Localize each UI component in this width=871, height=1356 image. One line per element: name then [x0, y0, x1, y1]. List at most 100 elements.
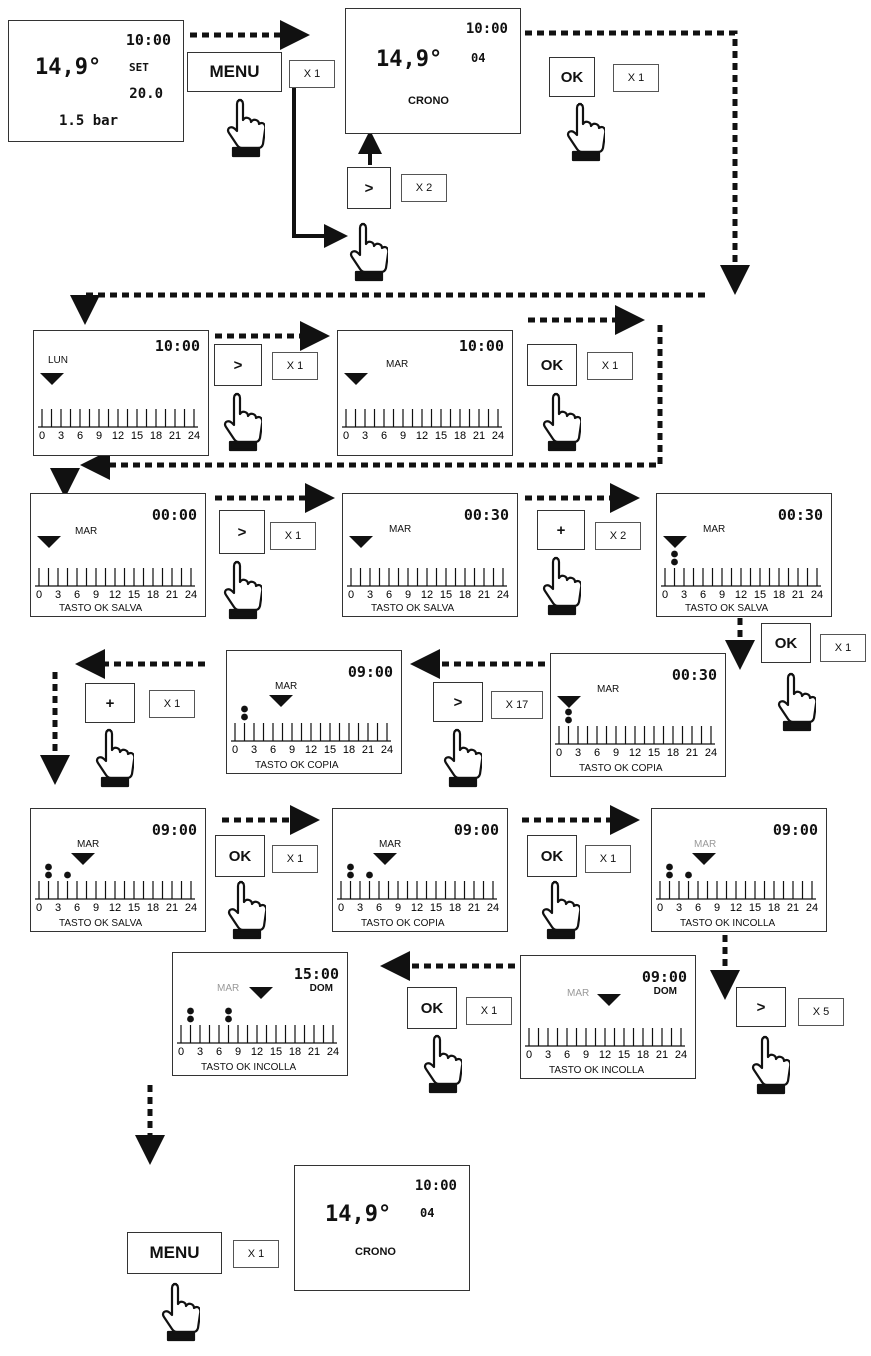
- timeline-hour-label: 21: [169, 430, 181, 442]
- screen-day: MAR: [597, 684, 620, 695]
- screen-footer: TASTO OK SALVA: [685, 603, 769, 614]
- screen-time: 10:00: [414, 1178, 457, 1194]
- timeline-hour-label: 12: [305, 744, 317, 756]
- screen-crono-final: 10:00 14,9° 04 CRONO: [294, 1165, 470, 1291]
- screen-temperature: 14,9°: [35, 55, 102, 80]
- screen-footer: TASTO OK INCOLLA: [680, 918, 776, 929]
- timeline-hour-label: 12: [629, 747, 641, 759]
- press-hand-icon: [223, 392, 262, 452]
- ok-button[interactable]: OK: [407, 987, 457, 1029]
- next-button[interactable]: >: [214, 344, 262, 386]
- next-button[interactable]: >: [433, 682, 483, 722]
- timeline-hour-label: 9: [96, 430, 102, 442]
- timeline-hour-label: 12: [411, 902, 423, 914]
- timeline-hour-label: 18: [147, 589, 159, 601]
- timeline-hour-label: 21: [686, 747, 698, 759]
- timeline-hour-label: 3: [197, 1046, 203, 1058]
- program-dot: [565, 708, 572, 716]
- timeline-hour-label: 0: [657, 902, 663, 914]
- press-hand-icon: [227, 880, 266, 940]
- screen-time: 10:00: [125, 31, 171, 49]
- timeline-hour-label: 0: [178, 1046, 184, 1058]
- day-pointer: [349, 536, 373, 548]
- press-hand-icon: [542, 556, 581, 616]
- next-button[interactable]: >: [219, 510, 265, 554]
- program-dot: [241, 705, 248, 713]
- timeline-hour-label: 15: [618, 1049, 630, 1061]
- timeline-hour-label: 6: [74, 902, 80, 914]
- screen-code: 04: [420, 1206, 435, 1220]
- press-hand-icon: [751, 1035, 790, 1095]
- screen-time: 00:30: [671, 666, 717, 684]
- ok-button[interactable]: OK: [761, 623, 811, 663]
- menu-button[interactable]: MENU: [187, 52, 282, 92]
- screen-temperature: 14,9°: [325, 1202, 392, 1227]
- timeline-hour-label: 0: [36, 902, 42, 914]
- screen-day-target: DOM: [309, 983, 333, 994]
- screen-time: 09:00: [453, 821, 499, 839]
- screen-time: 10:00: [154, 337, 200, 355]
- screen-footer: TASTO OK SALVA: [59, 603, 143, 614]
- day-pointer: [692, 853, 716, 865]
- ok-button[interactable]: OK: [527, 344, 577, 386]
- screen-time: 00:30: [463, 506, 509, 524]
- timeline-hour-label: 18: [454, 430, 466, 442]
- press-hand-icon: [223, 560, 262, 620]
- menu-button[interactable]: MENU: [127, 1232, 222, 1274]
- day-pointer: [344, 373, 368, 385]
- arrow-ok-to-row3: [80, 325, 663, 480]
- timeline-hour-label: 21: [166, 589, 178, 601]
- next-button[interactable]: >: [736, 987, 786, 1027]
- screen-code: 04: [471, 51, 486, 65]
- timeline-hour-label: 24: [188, 430, 200, 442]
- screen-home: 10:00 14,9° SET 20.0 1.5 bar: [8, 20, 184, 142]
- timeline-hour-label: 9: [613, 747, 619, 759]
- next-button[interactable]: >: [347, 167, 391, 209]
- day-pointer: [249, 987, 273, 999]
- timeline-hour-label: 3: [575, 747, 581, 759]
- day-pointer: [269, 695, 293, 707]
- ok-button[interactable]: OK: [549, 57, 595, 97]
- timeline-hour-label: 0: [39, 430, 45, 442]
- screen-time: 10:00: [465, 21, 508, 37]
- timeline-hour-label: 3: [681, 589, 687, 601]
- timeline-hour-label: 21: [787, 902, 799, 914]
- timeline-hour-label: 18: [343, 744, 355, 756]
- press-hand-icon: [443, 728, 482, 788]
- ok-button[interactable]: OK: [527, 835, 577, 877]
- program-dot: [565, 716, 572, 724]
- screen-temperature: 14,9°: [376, 47, 443, 72]
- screen-footer: TASTO OK INCOLLA: [549, 1065, 645, 1076]
- timeline-hour-label: 18: [667, 747, 679, 759]
- timeline-hour-label: 24: [185, 902, 197, 914]
- timeline-hour-label: 18: [289, 1046, 301, 1058]
- screen-day: MAR: [217, 983, 240, 994]
- press-hand-icon: [349, 222, 388, 282]
- timeline-hour-label: 3: [545, 1049, 551, 1061]
- timeline-hour-label: 6: [74, 589, 80, 601]
- timeline-hour-label: 3: [251, 744, 257, 756]
- ok-button[interactable]: OK: [215, 835, 265, 877]
- timeline-hour-label: 6: [594, 747, 600, 759]
- timeline-hour-label: 6: [216, 1046, 222, 1058]
- screen-day: MAR: [275, 681, 298, 692]
- timeline-hour-label: 12: [421, 589, 433, 601]
- screen-time: 00:00: [151, 506, 197, 524]
- screen-crono: 10:00 14,9° 04 CRONO: [345, 8, 521, 134]
- timeline-hour-label: 18: [459, 589, 471, 601]
- press-count: X 1: [149, 690, 195, 718]
- press-count: X 1: [270, 522, 316, 550]
- plus-button[interactable]: +: [85, 683, 135, 723]
- screen-mode-label: CRONO: [408, 95, 449, 107]
- screen-time: 10:00: [458, 337, 504, 355]
- plus-button[interactable]: +: [537, 510, 585, 550]
